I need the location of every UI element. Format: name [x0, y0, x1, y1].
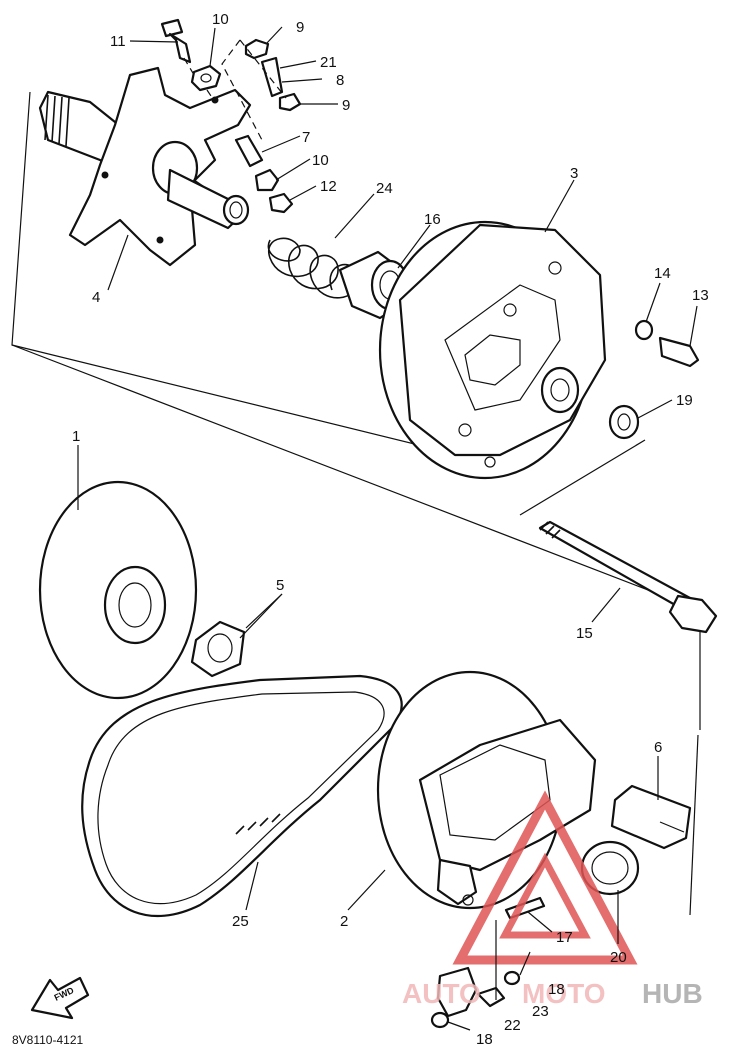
label-9-mid: 9	[342, 97, 350, 114]
forward-arrow-icon: FWD	[30, 976, 90, 1020]
label-21: 21	[320, 54, 337, 71]
label-1: 1	[72, 428, 80, 445]
label-13: 13	[692, 287, 709, 304]
right-small-parts	[608, 319, 700, 440]
label-15: 15	[576, 625, 593, 642]
label-4: 4	[92, 289, 100, 306]
label-23: 23	[532, 1003, 549, 1020]
label-24: 24	[376, 180, 393, 197]
label-10-top: 10	[212, 11, 229, 28]
diagram-code: 8V8110-4121	[12, 1033, 84, 1047]
label-19: 19	[676, 392, 693, 409]
label-18-lower: 18	[476, 1031, 493, 1048]
primary-sheave-part	[376, 670, 597, 910]
watermark-moto: MOTO	[522, 978, 605, 1009]
watermark-hub: HUB	[642, 978, 703, 1009]
drive-belt-part	[81, 674, 403, 918]
watermark-auto: AUTO	[402, 978, 481, 1009]
label-2: 2	[340, 913, 348, 930]
fixed-sheave-part	[38, 480, 198, 700]
label-5: 5	[276, 577, 284, 594]
sheave-cover-part	[378, 220, 607, 480]
ring-part	[580, 840, 640, 896]
label-17: 17	[556, 929, 573, 946]
leader-lines	[77, 26, 698, 1031]
label-16: 16	[424, 211, 441, 228]
label-20: 20	[610, 949, 627, 966]
long-bolt-part	[538, 520, 718, 634]
label-8: 8	[336, 72, 344, 89]
bushing-part	[190, 620, 246, 678]
label-18-upper: 18	[548, 981, 565, 998]
label-6: 6	[654, 739, 662, 756]
part-labels: 11 10 9 21 8 9 7 10 12 24 16 3 14 13 19 …	[72, 11, 709, 1048]
label-10-mid: 10	[312, 152, 329, 169]
shaft-hub-part	[38, 66, 252, 267]
label-25: 25	[232, 913, 249, 930]
label-3: 3	[570, 165, 578, 182]
label-14: 14	[654, 265, 671, 282]
slider-part	[610, 784, 692, 850]
label-7: 7	[302, 129, 310, 146]
label-12: 12	[320, 178, 337, 195]
label-11: 11	[110, 33, 126, 50]
watermark-logo: AUTO MOTO HUB	[402, 790, 703, 1009]
label-22: 22	[504, 1017, 521, 1034]
label-9-top: 9	[296, 19, 304, 36]
top-small-parts	[160, 18, 302, 214]
